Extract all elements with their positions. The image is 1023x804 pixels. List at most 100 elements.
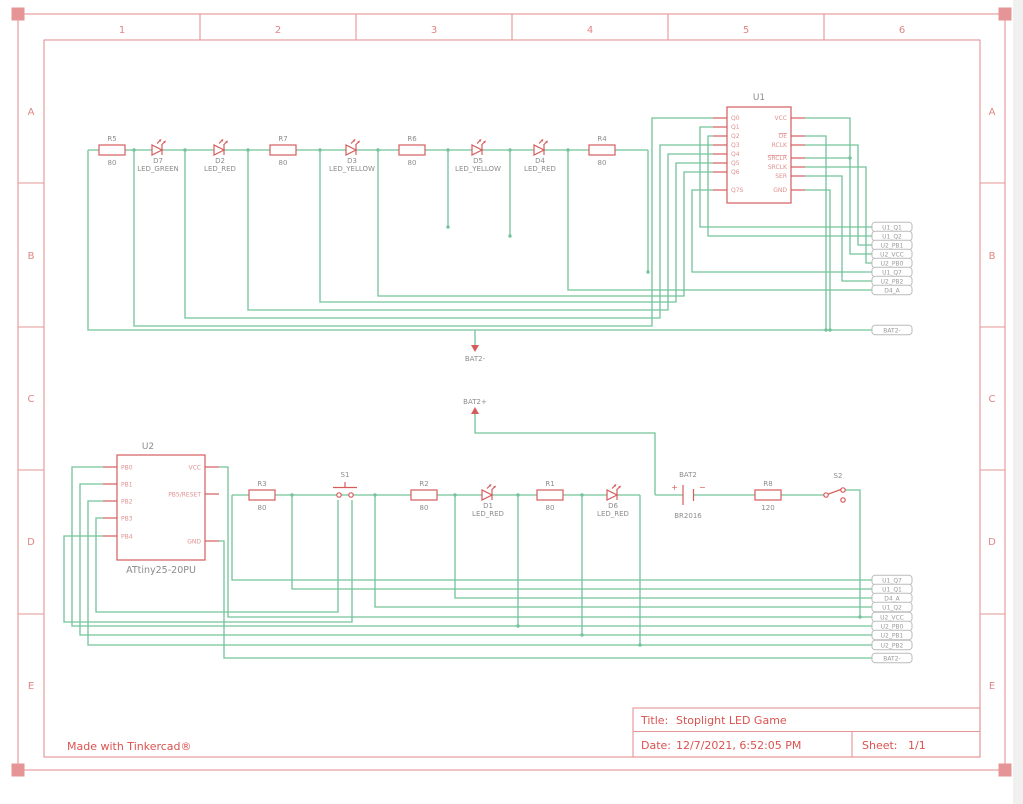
component-led-d5[interactable]: D5 LED_YELLOW [455, 138, 501, 173]
resistor-symbol[interactable] [588, 144, 616, 156]
sheet-label: Sheet: [862, 739, 898, 752]
component-led-d4[interactable]: D4 LED_RED [524, 138, 556, 173]
net-flag[interactable]: U2_PB1 [871, 239, 913, 251]
component-resistor-r1[interactable]: R1 80 [536, 480, 564, 512]
junction-dot [516, 493, 520, 497]
ic-body[interactable] [726, 106, 792, 204]
row-label: C [989, 394, 996, 405]
minus-sign: − [699, 483, 706, 492]
component-ic-u2[interactable]: U2 ATtiny25-20PU PB0 PB1 PB2 PB3 PB4 VCC… [103, 442, 219, 576]
component-led-d3[interactable]: D3 LED_YELLOW [329, 138, 375, 173]
wire[interactable] [87, 150, 872, 331]
component-resistor-r5[interactable]: R5 80 [98, 135, 126, 167]
component-led-d2[interactable]: D2 LED_RED [204, 138, 236, 173]
svg-text:U1_Q7: U1_Q7 [882, 269, 902, 276]
resistor-symbol[interactable] [98, 144, 126, 156]
net-flag[interactable]: U1_Q2 [871, 601, 913, 613]
component-switch-s2[interactable]: S2 [823, 472, 846, 503]
wire[interactable] [805, 117, 872, 255]
wire[interactable] [231, 495, 872, 581]
wire[interactable] [699, 126, 872, 228]
component-resistor-r2[interactable]: R2 80 [410, 480, 438, 512]
net-flag[interactable]: U2_VCC [871, 611, 913, 623]
led-symbol[interactable] [151, 138, 167, 156]
resistor-symbol[interactable] [398, 144, 426, 156]
led-symbol[interactable] [481, 483, 497, 501]
net-flag[interactable]: U1_Q2 [871, 230, 913, 242]
wire[interactable] [707, 135, 872, 237]
led-symbol[interactable] [213, 138, 229, 156]
wire[interactable] [805, 135, 827, 330]
component-battery-bat2[interactable]: + − BAT2 BR2016 [671, 471, 705, 520]
component-resistor-r7[interactable]: R7 80 [269, 135, 297, 167]
ic-body[interactable] [116, 454, 206, 561]
wire[interactable] [247, 150, 713, 311]
net-flag[interactable]: BAT2- [871, 324, 913, 336]
component-led-d6[interactable]: D6 LED_RED [597, 483, 629, 518]
wire[interactable] [133, 117, 713, 327]
column-label: 4 [587, 25, 593, 36]
led-symbol[interactable] [471, 138, 487, 156]
wire[interactable] [805, 175, 872, 282]
net-flag[interactable]: U2_PB0 [871, 257, 913, 269]
pin-label: Q2 [731, 133, 740, 140]
net-flag[interactable]: BAT2- [871, 652, 913, 664]
component-resistor-r4[interactable]: R4 80 [588, 135, 616, 167]
component-led-d7[interactable]: D7 LED_GREEN [137, 138, 179, 173]
wire[interactable] [374, 495, 872, 608]
junction-dot [580, 633, 584, 637]
wire[interactable] [805, 166, 872, 264]
wire[interactable] [805, 189, 831, 330]
wire[interactable] [87, 500, 872, 646]
wire[interactable] [454, 495, 872, 599]
wire[interactable] [95, 500, 339, 613]
wire[interactable] [79, 483, 872, 636]
component-resistor-r3[interactable]: R3 80 [248, 480, 276, 512]
wire[interactable] [219, 540, 872, 659]
svg-text:U2_VCC: U2_VCC [880, 614, 904, 621]
wire[interactable] [377, 150, 713, 297]
resistor-symbol[interactable] [754, 489, 782, 501]
net-flag[interactable]: U1_Q1 [871, 221, 913, 233]
junction-dot [508, 148, 512, 152]
wire[interactable] [63, 500, 353, 623]
value-label: LED_RED [597, 510, 629, 518]
wire[interactable] [219, 466, 872, 618]
wire[interactable] [319, 150, 713, 303]
net-flag[interactable]: U2_PB2 [871, 639, 913, 651]
led-symbol[interactable] [533, 138, 549, 156]
wire[interactable] [474, 413, 656, 495]
resistor-symbol[interactable] [269, 144, 297, 156]
power-flag-bat2-negative[interactable]: BAT2- [465, 345, 486, 363]
component-ic-u1[interactable]: U1 Q0 Q1 Q2 Q3 Q4 Q5 Q6 Q7S VCC OE RCLK … [713, 93, 805, 204]
wire[interactable] [845, 489, 861, 617]
resistor-symbol[interactable] [536, 489, 564, 501]
net-flag[interactable]: D4_A [871, 592, 913, 604]
net-flag[interactable]: U1_Q7 [871, 574, 913, 586]
net-flag[interactable]: U2_PB0 [871, 620, 913, 632]
net-flag[interactable]: U2_PB2 [871, 275, 913, 287]
wire[interactable] [291, 495, 872, 590]
net-flag[interactable]: D4_A [871, 284, 913, 296]
power-flag-bat2-positive[interactable]: BAT2+ [463, 398, 487, 414]
net-flag[interactable]: U2_PB1 [871, 629, 913, 641]
wire[interactable] [805, 144, 872, 246]
wire[interactable] [691, 189, 872, 273]
resistor-symbol[interactable] [410, 489, 438, 501]
resistor-symbol[interactable] [248, 489, 276, 501]
component-led-d1[interactable]: D1 LED_RED [472, 483, 504, 518]
junction-dot [516, 624, 520, 628]
wire[interactable] [71, 466, 872, 627]
wire[interactable] [184, 144, 713, 319]
net-flag[interactable]: U1_Q7 [871, 266, 913, 278]
scrollbar-track[interactable] [1013, 0, 1023, 804]
component-resistor-r6[interactable]: R6 80 [398, 135, 426, 167]
net-flag[interactable]: U2_VCC [871, 248, 913, 260]
net-flag[interactable]: U1_Q1 [871, 583, 913, 595]
led-symbol[interactable] [345, 138, 361, 156]
led-symbol[interactable] [606, 483, 622, 501]
wire[interactable] [567, 150, 872, 291]
component-pushbutton-s1[interactable]: S1 [333, 471, 357, 498]
component-resistor-r8[interactable]: R8 120 [754, 480, 782, 512]
